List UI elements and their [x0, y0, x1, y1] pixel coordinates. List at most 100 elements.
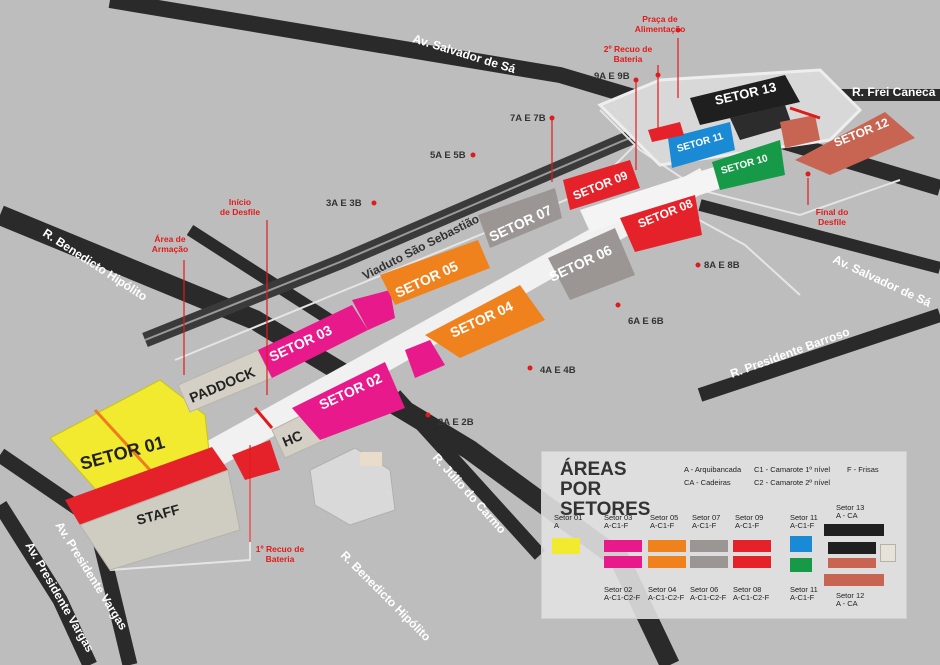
swatch-setor-03	[604, 540, 642, 552]
callout-final-line1: Final do	[816, 207, 849, 217]
callout-praca-line1: Praça de	[642, 14, 678, 24]
setor-01-red-band	[65, 447, 228, 525]
legend-top-2-name: Setor 05	[650, 513, 679, 522]
gate-9: 9A E 9B	[594, 71, 630, 82]
setor-05-block	[380, 240, 490, 305]
label-hc: HC	[280, 427, 305, 450]
setor-12-annex	[780, 115, 820, 148]
red-markers	[253, 106, 821, 429]
building-roof	[360, 452, 382, 466]
gate-2: 2A E 2B	[438, 417, 474, 428]
legend-bottom-4-name: Setor 11	[790, 585, 818, 594]
setor-02-block	[292, 362, 405, 440]
swatch-setor-07	[690, 540, 728, 552]
road-presidente-barroso	[697, 308, 940, 402]
legend-bottom-5-codes: A - CA	[836, 599, 858, 608]
swatch-setor-12-top	[828, 558, 876, 568]
setor-07-block	[478, 188, 562, 248]
callout-inicio-line1: Início	[229, 197, 251, 207]
setor-13-block	[690, 75, 800, 125]
setor-08-block	[620, 195, 702, 252]
road-julio-do-carmo	[389, 390, 546, 560]
legend-top-6-name: Setor 13	[836, 503, 865, 512]
legend-bottom-4-codes: A-C1-F	[790, 593, 815, 602]
callout-recuo2-line1: 2º Recuo de	[604, 44, 653, 54]
legend-key-a: A - Arquibancada	[684, 465, 742, 474]
legend-top-6-codes: A - CA	[836, 511, 858, 520]
setor-10-block	[712, 140, 785, 190]
legend-top-4-codes: A-C1-F	[735, 521, 760, 530]
legend-bottom-1-name: Setor 04	[648, 585, 677, 594]
setor-04-block	[425, 285, 545, 358]
legend-key-c1: C1 - Camarote 1º nível	[754, 465, 831, 474]
setor-03-block	[258, 305, 368, 378]
swatch-setor-08	[733, 556, 771, 568]
callout-inicio-line2: de Desfile	[220, 207, 260, 217]
swatch-setor-12-bottom	[824, 574, 884, 586]
staff-block	[79, 469, 241, 571]
legend-top-5-name: Setor 11	[790, 513, 818, 522]
legend-bottom-5-name: Setor 12	[836, 591, 865, 600]
setor-12-block	[795, 112, 915, 175]
swatch-setor-09	[733, 540, 771, 552]
legend-top-2-codes: A-C1-F	[650, 521, 675, 530]
legend-bottom-1-codes: A-C1-C2-F	[648, 593, 685, 602]
legend-bottom-2-name: Setor 06	[690, 585, 719, 594]
legend-bottom-0-name: Setor 02	[604, 585, 633, 594]
setor-09-block	[563, 160, 640, 210]
gate-8: 8A E 8B	[704, 260, 740, 271]
swatch-setor-13-bottom	[828, 542, 876, 554]
setor-02-annex	[405, 340, 445, 378]
gate-7: 7A E 7B	[510, 113, 546, 124]
gate-6: 6A E 6B	[628, 316, 664, 327]
callout-recuo1-line2: Bateria	[266, 554, 295, 564]
legend-top-0-codes: A	[554, 521, 560, 530]
callout-praca-line2: Alimentação	[635, 24, 686, 34]
legend-top-1-codes: A-C1-F	[604, 521, 629, 530]
legend-top-0-name: Setor 01	[554, 513, 583, 522]
swatch-setor-01	[552, 538, 580, 554]
legend-bottom-0-codes: A-C1-C2-F	[604, 593, 641, 602]
setor-06-block	[548, 228, 635, 300]
legend-top-4-name: Setor 09	[735, 513, 764, 522]
recuo-2-marker-block	[648, 122, 684, 142]
legend-title: ÁREAS POR SETORES	[560, 459, 651, 520]
legend-key-ca: CA - Cadeiras	[684, 478, 731, 487]
building-annex	[309, 447, 396, 526]
street-label-frei-caneca: R. Frei Caneca	[852, 85, 936, 99]
swatch-setor-13-top	[824, 524, 884, 536]
runway-end	[580, 165, 730, 232]
recuo-1-marker-block	[232, 440, 280, 480]
setor-11-block	[668, 122, 735, 168]
callout-recuo2-line2: Bateria	[614, 54, 643, 64]
swatch-setor-05	[648, 540, 686, 552]
callout-armacao-line2: Armação	[152, 244, 188, 254]
legend-bottom-2-codes: A-C1-C2-F	[690, 593, 727, 602]
legend-top-5-codes: A-C1-F	[790, 521, 815, 530]
callout-final-line2: Desfile	[818, 217, 846, 227]
gate-4: 4A E 4B	[540, 365, 576, 376]
legend-top-3-codes: A-C1-F	[692, 521, 717, 530]
callout-recuo1-line1: 1º Recuo de	[256, 544, 305, 554]
gate-5: 5A E 5B	[430, 150, 466, 161]
setor-03-annex	[352, 290, 395, 330]
legend-top-1-name: Setor 03	[604, 513, 633, 522]
road-presidente-vargas-2	[0, 500, 97, 665]
swatch-setor-11-top	[790, 536, 812, 552]
legend-bottom-3-codes: A-C1-C2-F	[733, 593, 770, 602]
legend-key-f: F - Frisas	[847, 465, 879, 474]
